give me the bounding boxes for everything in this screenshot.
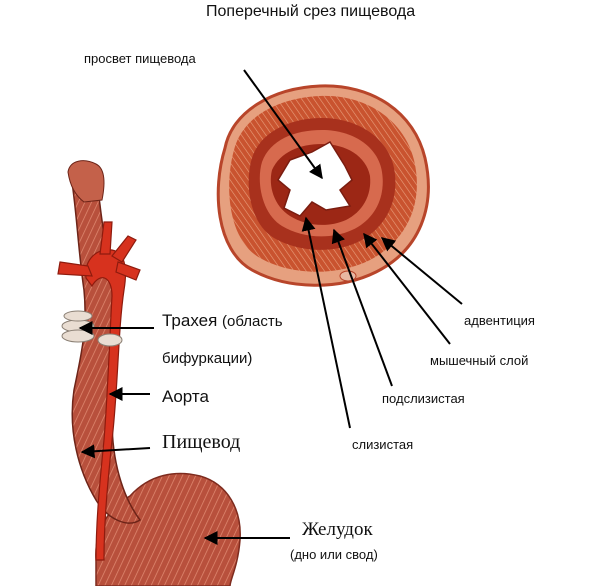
label-trachea-note-1: (область (222, 313, 283, 330)
arrow-mucosa (301, 216, 351, 429)
label-lumen: просвет пищевода (84, 51, 196, 66)
label-esophagus: Пищевод (162, 431, 241, 453)
arrow-muscular (363, 232, 451, 345)
arrow-lumen (243, 69, 323, 180)
arrow-esophagus (80, 444, 151, 459)
label-muscular: мышечный слой (430, 353, 529, 368)
label-adventitia: адвентиция (464, 313, 535, 328)
diagram-title: Поперечный срез пищевода (206, 3, 416, 20)
vessel-dot (339, 270, 357, 282)
arrow-adventitia (380, 237, 463, 305)
label-stomach: Желудок (302, 519, 373, 540)
arrow-submucosa (331, 228, 393, 387)
cross-section-pointers (243, 69, 463, 429)
aortic-arch-branches (57, 221, 141, 281)
label-trachea-name: Трахея (162, 311, 218, 330)
label-trachea-note-2: бифуркации) (162, 350, 253, 367)
label-stomach-note: (дно или свод) (290, 547, 378, 562)
anatomy-pointers (78, 321, 290, 545)
label-mucosa: слизистая (352, 437, 414, 452)
label-trachea: Трахея (область (162, 312, 283, 329)
label-submucosa: подслизистая (382, 391, 465, 406)
cross-section (216, 84, 430, 287)
label-aorta: Аорта (162, 387, 209, 406)
esophagus-upper (67, 160, 105, 203)
